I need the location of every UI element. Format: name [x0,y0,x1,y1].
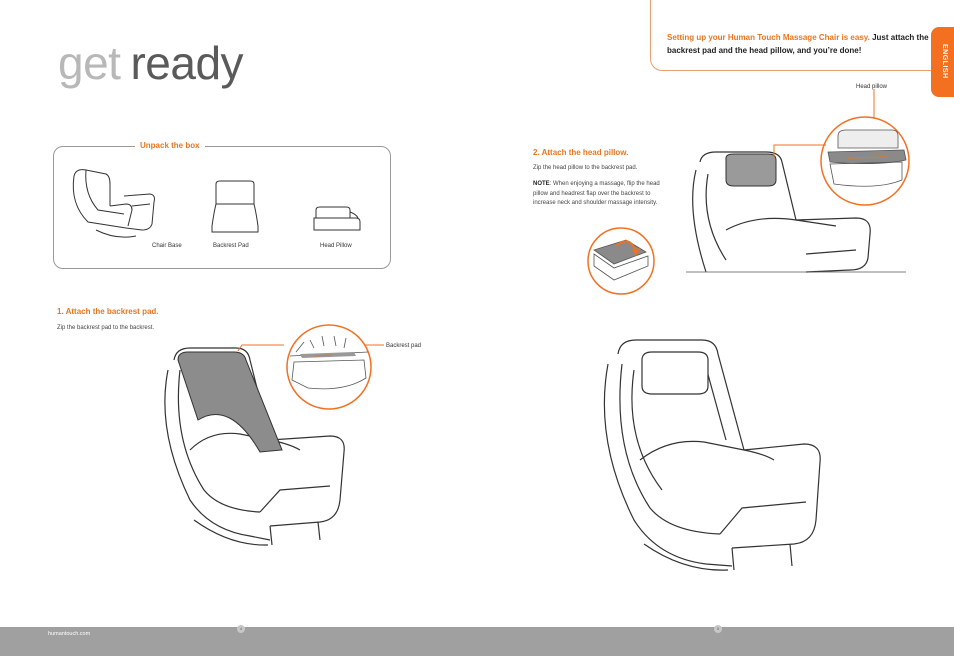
language-tab-label: ENGLISH [941,44,948,79]
step2-note: NOTE: When enjoying a massage, flip the … [533,180,663,209]
page-number-left: 4 [237,625,245,633]
title-word-ready: ready [130,37,244,89]
note-text: : When enjoying a massage, flip the head… [533,181,660,206]
final-head-pillow [641,351,709,395]
intro-frame [650,0,954,71]
chair-base-illustration [72,169,155,238]
step2-title: 2. Attach the head pillow. [533,148,629,157]
unpack-item-head-pillow: Head Pillow [320,243,352,249]
intro-text: Setting up your Human Touch Massage Chai… [667,31,929,57]
backrest-callout-line [237,344,384,352]
head-pillow-detail-circle [820,116,910,206]
step2-callout-label: Head pillow [856,84,888,90]
backrest-zip-detail-circle [286,324,372,410]
unpack-title: Unpack the box [135,141,205,150]
step1-text: Zip the backrest pad to the backrest. [57,325,155,331]
assembled-chair-illustration [603,339,821,571]
note-label: NOTE [533,181,550,187]
unpack-box [53,146,391,269]
language-tab[interactable] [931,27,954,97]
pillow-flip-detail-circle [587,227,655,295]
unpack-item-backrest-pad: Backrest Pad [213,243,249,249]
head-pillow-callout-line [773,89,875,157]
footer-url[interactable]: humantouch.com [48,631,91,637]
unpack-item-chair-base: Chair Base [152,243,182,249]
backrest-pad-shape [177,351,283,453]
head-pillow-illustration [313,206,361,231]
chair-with-backrest-pad-illustration [164,347,345,546]
intro-rest: Just attach the backrest pad and the hea… [667,33,929,55]
step1-title: 1. Attach the backrest pad. [57,307,159,316]
footer-bar [0,627,954,656]
intro-highlight: Setting up your Human Touch Massage Chai… [667,33,870,42]
backrest-pad-illustration [211,180,259,233]
chair-with-head-pillow-illustration [686,151,906,273]
title-word-get: get [58,37,121,89]
page-number-right: 5 [714,625,722,633]
step2-text: Zip the head pillow to the backrest pad. [533,165,638,171]
step1-callout-label: Backrest pad [386,343,422,349]
